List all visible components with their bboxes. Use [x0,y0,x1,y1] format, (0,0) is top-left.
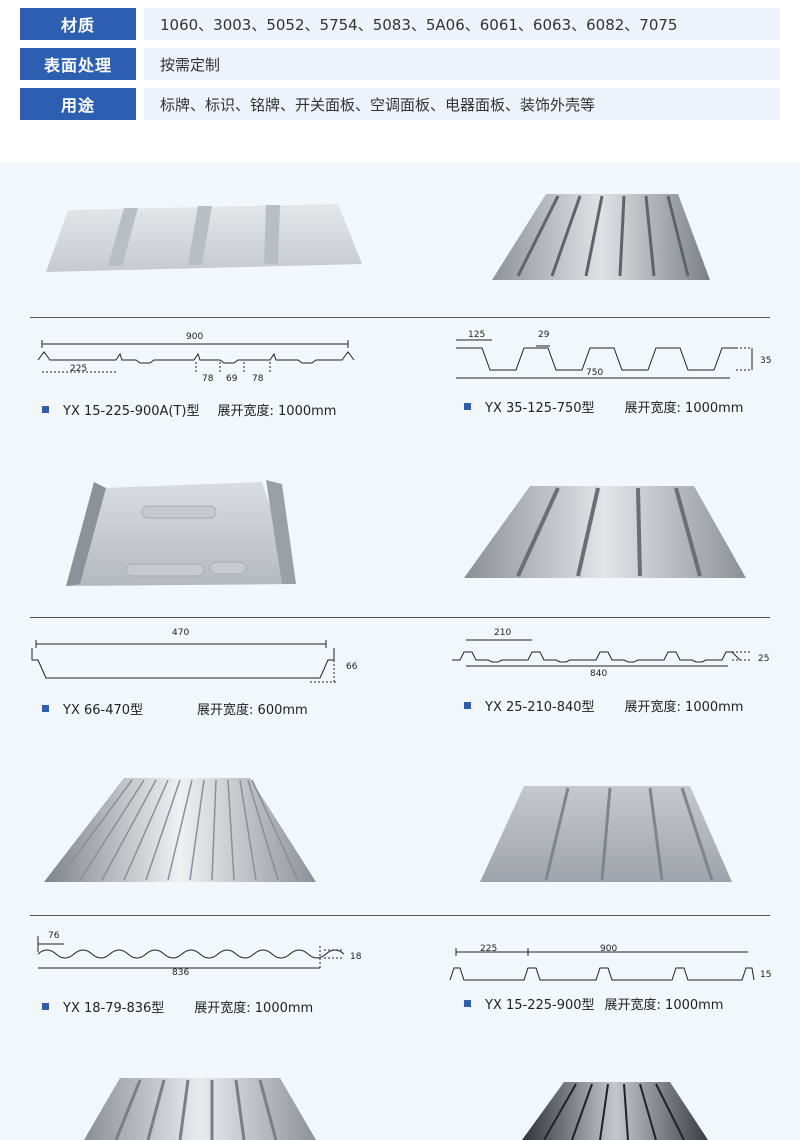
dimension-label: 76 [48,931,60,941]
spec-label: 用途 [20,88,136,120]
dimension-label: 840 [590,669,608,679]
section-divider [30,915,770,916]
model-name: YX 35-125-750型 [485,401,595,416]
product-caption: YX 66-470型 展开宽度: 600mm [42,699,308,718]
spec-row-material: 材质 1060、3003、5052、5754、5083、5A06、6061、60… [20,8,780,40]
bullet-icon [464,702,471,709]
bullet-icon [42,705,49,712]
section-divider [30,617,770,618]
dimension-label: 210 [494,628,512,638]
product-caption: YX 35-125-750型 展开宽度: 1000mm [464,397,743,416]
product-caption: YX 15-225-900型 展开宽度: 1000mm [464,994,723,1013]
bullet-icon [42,1003,49,1010]
spec-value: 标牌、标识、铭牌、开关面板、空调面板、电器面板、装饰外壳等 [144,88,780,120]
bullet-icon [42,406,49,413]
model-name: YX 66-470型 [63,703,144,718]
expanded-width: 展开宽度: 1000mm [217,404,337,419]
product-image-2 [488,190,713,285]
dimension-label: 78 [252,374,264,384]
spec-value: 1060、3003、5052、5754、5083、5A06、6061、6063、… [144,8,780,40]
bullet-icon [464,403,471,410]
dimension-label: 900 [600,944,618,954]
expanded-width: 展开宽度: 1000mm [194,1001,314,1016]
profile-drawing-4 [450,632,760,682]
dimension-label: 15 [760,970,772,980]
product-image-8 [520,1078,710,1140]
dimension-label: 900 [186,332,204,342]
dimension-label: 35 [760,356,772,366]
bullet-icon [464,1000,471,1007]
dimension-label: 125 [468,330,486,340]
model-name: YX 25-210-840型 [485,700,595,715]
model-name: YX 15-225-900A(T)型 [63,404,200,419]
dimension-label: 69 [226,374,238,384]
product-image-5 [40,774,320,886]
product-image-4 [460,482,750,582]
expanded-width: 展开宽度: 1000mm [624,401,744,416]
product-image-3 [60,480,300,590]
profile-drawing-3 [30,632,350,690]
product-image-6 [476,782,736,887]
product-image-1 [38,200,368,278]
expanded-width: 展开宽度: 600mm [197,703,308,718]
expanded-width: 展开宽度: 1000mm [604,998,724,1013]
dimension-label: 25 [758,654,770,664]
expanded-width: 展开宽度: 1000mm [624,700,744,715]
dimension-label: 29 [538,330,550,340]
dimension-label: 836 [172,968,190,978]
profile-drawing-5 [34,932,364,982]
model-name: YX 15-225-900型 [485,998,595,1013]
dimension-label: 470 [172,628,190,638]
product-image-7 [80,1074,320,1140]
product-caption: YX 18-79-836型 展开宽度: 1000mm [42,997,313,1016]
model-name: YX 18-79-836型 [63,1001,165,1016]
spec-row-surface: 表面处理 按需定制 [20,48,780,80]
spec-label: 表面处理 [20,48,136,80]
spec-label: 材质 [20,8,136,40]
spec-row-usage: 用途 标牌、标识、铭牌、开关面板、空调面板、电器面板、装饰外壳等 [20,88,780,120]
dimension-label: 18 [350,952,362,962]
section-divider [30,317,770,318]
dimension-label: 750 [586,368,604,378]
dimension-label: 225 [480,944,498,954]
spec-value: 按需定制 [144,48,780,80]
profile-drawing-6 [446,946,756,986]
product-caption: YX 25-210-840型 展开宽度: 1000mm [464,696,743,715]
profile-drawing-1 [36,332,356,382]
product-catalog: 900 225 78 69 78 125 29 35 750 YX 15-225… [0,162,800,1140]
dimension-label: 78 [202,374,214,384]
dimension-label: 225 [70,364,88,374]
product-caption: YX 15-225-900A(T)型 展开宽度: 1000mm [42,400,336,419]
profile-drawing-2 [452,330,762,388]
dimension-label: 66 [346,662,358,672]
